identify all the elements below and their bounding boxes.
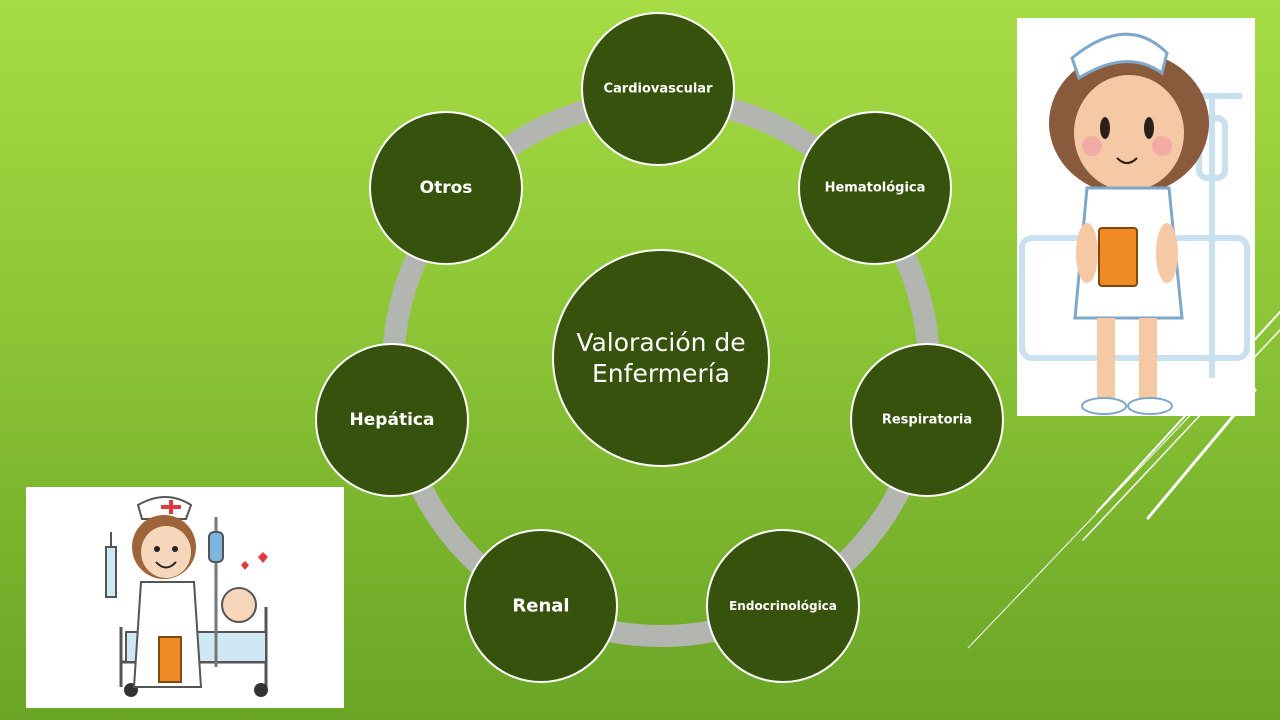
- node-circle-endocrinologica: [706, 529, 860, 683]
- node-circle-otros: [369, 111, 523, 265]
- nurse-patient-illustration: [26, 487, 344, 708]
- node-circle-renal: [464, 529, 618, 683]
- node-label-respiratoria: Respiratoria: [881, 412, 973, 428]
- node-label-endocrinologica: Endocrinológica: [729, 599, 837, 613]
- nurse-clipboard-image: [1017, 18, 1255, 416]
- node-circle-cardiovascular: [581, 12, 735, 166]
- center-circle: [552, 249, 770, 467]
- center-label: Valoración de Enfermería: [576, 328, 746, 388]
- node-label-renal: Renal: [512, 595, 570, 617]
- node-circle-respiratoria: [850, 343, 1004, 497]
- node-group: [315, 12, 1004, 683]
- node-label-cardiovascular: Cardiovascular: [603, 81, 713, 97]
- node-label-otros: Otros: [419, 178, 473, 198]
- node-label-hematologica: Hematológica: [824, 180, 926, 196]
- nurse-illustration: [1017, 18, 1255, 416]
- nurse-patient-image: [26, 487, 344, 708]
- node-label-hepatica: Hepática: [349, 410, 435, 430]
- node-circle-hematologica: [798, 111, 952, 265]
- node-circle-hepatica: [315, 343, 469, 497]
